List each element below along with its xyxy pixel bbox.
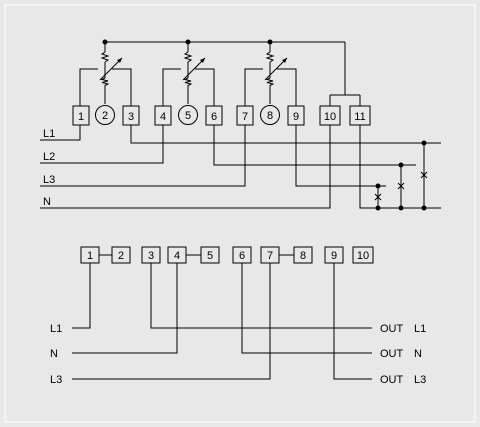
top-terminal-1: 1 xyxy=(72,105,90,126)
bottom-terminal-8-label: 8 xyxy=(300,250,306,262)
bottom-terminal-3-label: 3 xyxy=(148,250,154,262)
bottom-terminal-1-label: 1 xyxy=(87,250,93,262)
bottom-terminal-10-label: 10 xyxy=(357,250,369,262)
top-terminal-4-label: 4 xyxy=(160,111,166,123)
out-label-3: OUT xyxy=(380,374,404,386)
top-terminal-7: 7 xyxy=(236,105,254,126)
line-label-L3: L3 xyxy=(43,174,55,186)
bottom-terminal-4-label: 4 xyxy=(174,250,180,262)
bottom-terminal-8: 8 xyxy=(293,246,313,264)
top-wiring-diagram: 1 2 3 4 5 6 7 8 9 10 11 L1 L2 xyxy=(40,39,441,211)
top-terminal-5: 5 xyxy=(178,105,198,125)
out-label-2: OUT xyxy=(380,348,404,360)
top-terminal-1-label: 1 xyxy=(78,111,84,123)
top-terminal-6: 6 xyxy=(205,105,223,126)
bottom-terminal-6-label: 6 xyxy=(239,250,245,262)
bottom-terminal-9: 9 xyxy=(324,246,344,264)
line-label-L2: L2 xyxy=(43,151,55,163)
bottom-terminal-5-label: 5 xyxy=(207,250,213,262)
input-label-N: N xyxy=(50,348,58,360)
bottom-terminal-7: 7 xyxy=(260,246,280,264)
out-label-1: OUT xyxy=(380,323,404,335)
output-label-L3: L3 xyxy=(414,374,426,386)
top-terminal-2-label: 2 xyxy=(102,110,108,122)
top-terminal-10: 10 xyxy=(319,105,341,126)
bottom-terminal-2-label: 2 xyxy=(118,250,124,262)
bottom-wiring-diagram: 1 2 3 4 5 6 7 8 9 10 L1 N L3 OUT L1 OUT … xyxy=(50,246,426,386)
top-terminal-3-label: 3 xyxy=(128,111,134,123)
top-terminal-7-label: 7 xyxy=(242,111,248,123)
wire-N xyxy=(40,125,331,209)
wire-L1 xyxy=(40,125,81,141)
top-terminal-8: 8 xyxy=(260,105,280,125)
wire-L3 xyxy=(40,125,246,187)
bottom-terminal-1: 1 xyxy=(80,246,100,264)
meter-element-2 xyxy=(162,42,215,106)
wire-L2 xyxy=(40,125,164,164)
top-terminal-5-label: 5 xyxy=(185,110,191,122)
top-terminal-4: 4 xyxy=(154,105,172,126)
output-label-N: N xyxy=(414,348,422,360)
bottom-terminal-2: 2 xyxy=(111,246,131,264)
input-label-L1: L1 xyxy=(50,323,62,335)
top-terminal-10-label: 10 xyxy=(324,111,336,123)
bottom-terminal-3: 3 xyxy=(141,246,161,264)
bottom-terminal-9-label: 9 xyxy=(331,250,337,262)
meter-element-1 xyxy=(79,42,132,106)
line-label-L1: L1 xyxy=(43,128,55,140)
bottom-terminal-6: 6 xyxy=(232,246,252,264)
bottom-terminal-7-label: 7 xyxy=(267,250,273,262)
meter-element-3 xyxy=(244,42,297,106)
top-terminal-8-label: 8 xyxy=(267,110,273,122)
line-label-N: N xyxy=(43,196,51,208)
top-terminal-11-label: 11 xyxy=(354,111,365,123)
top-terminal-2: 2 xyxy=(95,105,115,125)
top-terminal-9-label: 9 xyxy=(293,111,299,123)
bottom-terminal-10: 10 xyxy=(352,246,374,264)
top-terminal-6-label: 6 xyxy=(211,111,217,123)
top-terminal-3: 3 xyxy=(122,105,140,126)
top-terminal-9: 9 xyxy=(287,105,305,126)
output-label-L1: L1 xyxy=(414,323,426,335)
input-label-L3: L3 xyxy=(50,374,62,386)
bottom-terminal-4: 4 xyxy=(167,246,187,264)
bottom-terminal-5: 5 xyxy=(200,246,220,264)
top-terminal-11: 11 xyxy=(349,105,371,126)
